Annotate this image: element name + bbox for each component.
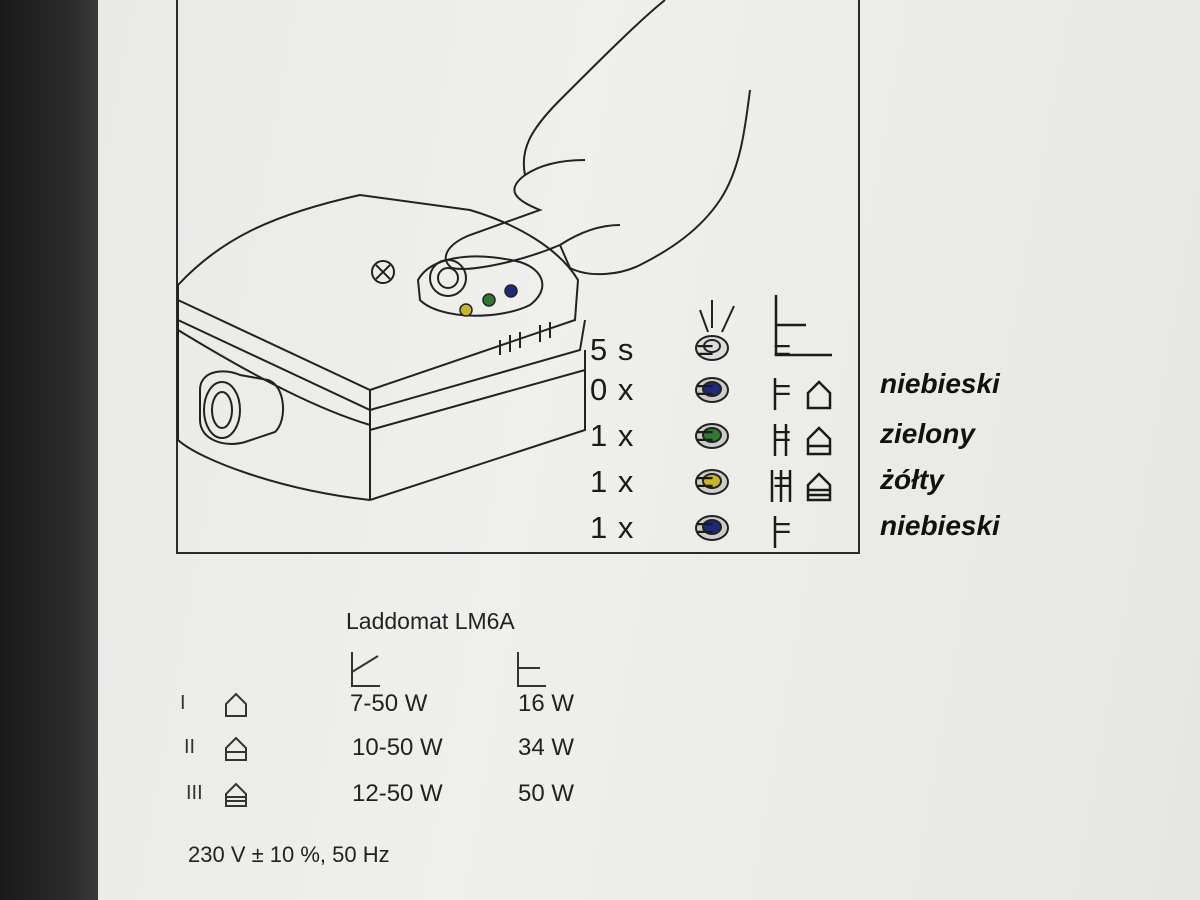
fixed-value: 50 W xyxy=(518,780,575,807)
screw-icon xyxy=(371,260,395,284)
power-supply-spec: 230 V ± 10 %, 50 Hz xyxy=(188,842,390,867)
fixed-value: 34 W xyxy=(518,734,575,761)
housing-top xyxy=(177,193,580,392)
legend-lhs: 1 x xyxy=(590,510,635,545)
color-name-blue-2: niebieski xyxy=(880,510,1000,541)
speed-label: II xyxy=(184,736,196,758)
led-blue xyxy=(504,284,518,298)
legend-lhs: 1 x xyxy=(590,464,635,499)
legend-row-4: 1 x == xyxy=(590,510,793,545)
button-recess xyxy=(416,255,544,317)
legend-row-1: 0 x == xyxy=(590,372,793,407)
legend-row-3: 1 x == xyxy=(590,464,793,499)
legend-row-2: 1 x == xyxy=(590,418,793,453)
legend-lhs: 5 s xyxy=(590,332,635,367)
legend-lhs: 0 x xyxy=(590,372,635,407)
color-name-green: zielony xyxy=(880,418,975,449)
cable-gland xyxy=(199,370,285,445)
constant-mode-icon xyxy=(517,652,546,687)
proportional-mode-icon xyxy=(351,652,380,687)
led-green xyxy=(482,293,496,307)
legend-row-0: 5 s == xyxy=(590,332,793,367)
document-page xyxy=(98,0,1200,900)
illustration-frame xyxy=(176,0,860,554)
speed-label: I xyxy=(180,692,186,714)
model-name: Laddomat LM6A xyxy=(346,608,515,634)
range-value: 7-50 W xyxy=(350,690,428,717)
speed-label: III xyxy=(186,782,203,804)
fixed-value: 16 W xyxy=(518,690,575,717)
color-name-blue: niebieski xyxy=(880,368,1000,399)
led-yellow xyxy=(459,303,473,317)
hand-outline xyxy=(444,0,751,276)
range-value: 10-50 W xyxy=(352,734,443,761)
monitor-bezel xyxy=(0,0,98,900)
range-value: 12-50 W xyxy=(352,780,443,807)
color-name-yellow: żółty xyxy=(880,464,944,495)
legend-lhs: 1 x xyxy=(590,418,635,453)
